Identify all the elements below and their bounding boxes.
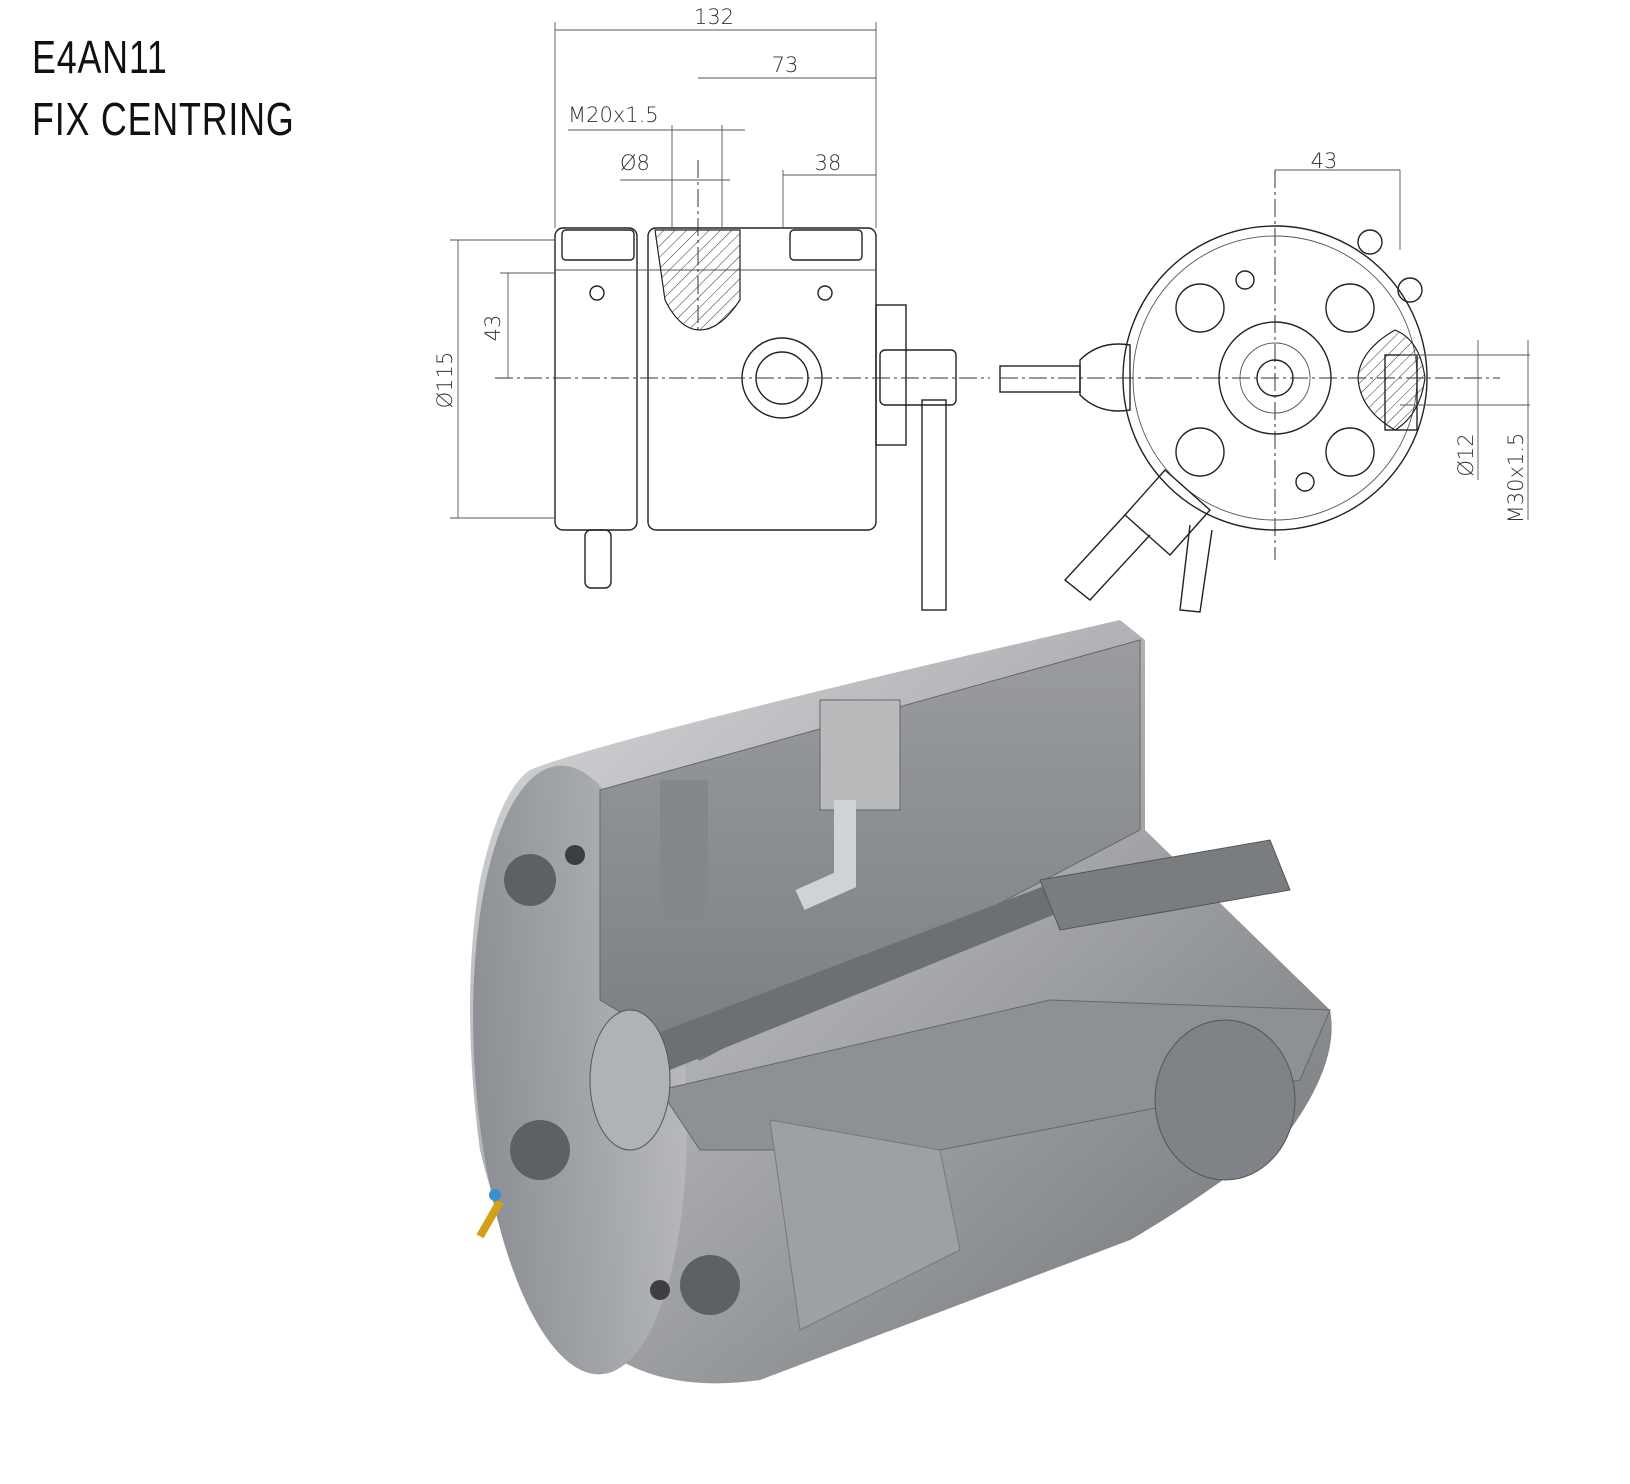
side-view: 132 73 M20x1.5 Ø8 38 43 Ø115 <box>433 5 990 611</box>
dim-thread-port: M20x1.5 <box>568 103 659 127</box>
bolt-head-icon <box>680 1255 740 1315</box>
dim-rear-offset: 38 <box>815 151 842 175</box>
end-view: 43 Ø12 M30x1.5 <box>999 149 1530 613</box>
hex-bolts <box>1175 283 1375 477</box>
model-title: E4AN11 <box>32 31 168 83</box>
dim-end-offset: 43 <box>1311 149 1338 173</box>
model-subtitle: FIX CENTRING <box>32 93 295 145</box>
dim-thread-end: M30x1.5 <box>1504 433 1528 524</box>
dim-overall-length: 132 <box>694 5 734 29</box>
dim-port-diameter: Ø8 <box>620 151 650 175</box>
dim-port-offset: 73 <box>772 53 799 77</box>
dim-center-height: 43 <box>481 315 505 342</box>
bolt-head-icon <box>504 854 556 906</box>
cutaway-render <box>470 620 1332 1384</box>
dim-body-diameter: Ø115 <box>433 352 457 409</box>
bolt-head-icon <box>510 1120 570 1180</box>
dim-bore-diameter: Ø12 <box>1454 433 1478 476</box>
